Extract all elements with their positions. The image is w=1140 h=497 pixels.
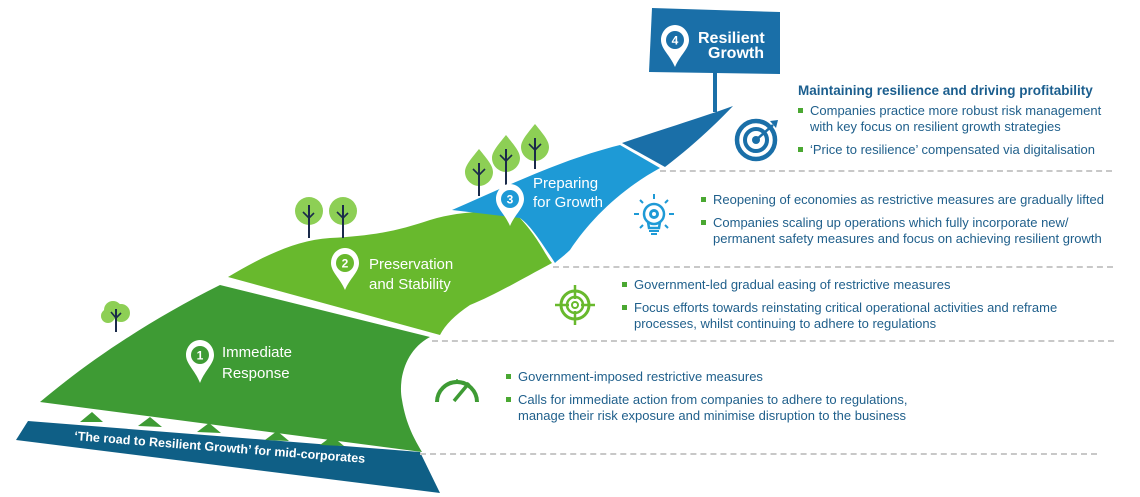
panel-bullet: Companies scaling up operations which fu…	[701, 215, 1121, 247]
road-marker	[320, 436, 344, 446]
stage-4-label-line2: Growth	[708, 45, 764, 62]
stage-3-label-line2: for Growth	[533, 194, 603, 211]
panel-bullet: Reopening of economies as restrictive me…	[701, 192, 1121, 208]
stage-3-pin: 3	[496, 184, 524, 226]
stage-1-label-line2: Response	[222, 365, 290, 382]
stage-2-label-line1: Preservation	[369, 256, 453, 273]
divider-stage-2-1	[432, 340, 1114, 342]
stage-2-label-line2: and Stability	[369, 276, 451, 293]
panel-bullet: Companies practice more robust risk mana…	[798, 103, 1118, 135]
stage-3-label-line1: Preparing	[533, 175, 598, 192]
panel-immediate-response: Government-imposed restrictive measures …	[506, 369, 926, 431]
stage-3-number: 3	[507, 193, 514, 207]
stage-1-hill	[40, 285, 430, 452]
road-banner-shape	[16, 421, 440, 493]
stage-2-hill	[228, 212, 552, 335]
speedometer-icon	[435, 379, 479, 403]
lightbulb-gear-icon	[634, 194, 674, 235]
signpost-board	[649, 8, 780, 74]
target-arrow-icon	[734, 118, 778, 162]
road-marker	[197, 423, 221, 433]
divider-stage-3-2	[553, 266, 1113, 268]
stage-1-label-line1: Immediate	[222, 344, 292, 361]
panel-bullet: Government-led gradual easing of restric…	[622, 277, 1082, 293]
crosshair-icon	[555, 285, 595, 325]
panel-resilient-growth: Maintaining resilience and driving profi…	[798, 83, 1118, 165]
tree	[521, 124, 549, 169]
stage-4-label-line1: Resilient	[698, 30, 765, 47]
signpost-pole	[713, 62, 717, 112]
panel-preservation-and-stability: Government-led gradual easing of restric…	[622, 277, 1082, 339]
panel-bullet: ‘Price to resilience’ compensated via di…	[798, 142, 1118, 158]
road-marker	[138, 417, 162, 427]
tree	[101, 301, 130, 332]
panel-bullet: Government-imposed restrictive measures	[506, 369, 926, 385]
tree	[329, 197, 357, 238]
stage-4-pin: 4	[661, 25, 689, 67]
stage-1-number: 1	[197, 349, 204, 363]
road-markers	[80, 412, 344, 446]
stage-3-road	[452, 145, 660, 263]
tree	[492, 135, 520, 188]
panel-heading: Maintaining resilience and driving profi…	[798, 83, 1093, 98]
tree	[465, 149, 493, 196]
tree	[295, 197, 323, 238]
stage-1-pin: 1	[186, 340, 214, 383]
panel-bullet: Calls for immediate action from companie…	[506, 392, 926, 424]
stage-4-road	[622, 106, 733, 167]
stage-4-number: 4	[672, 34, 679, 48]
divider-bottom	[420, 453, 1097, 455]
road-marker	[265, 431, 289, 441]
panel-bullet: Focus efforts towards reinstating critic…	[622, 300, 1082, 332]
road-marker	[80, 412, 103, 422]
stage-2-pin: 2	[331, 248, 359, 290]
divider-stage-4-3	[660, 170, 1112, 172]
stage-2-number: 2	[342, 257, 349, 271]
trees	[101, 124, 549, 332]
panel-preparing-for-growth: Reopening of economies as restrictive me…	[701, 192, 1121, 254]
